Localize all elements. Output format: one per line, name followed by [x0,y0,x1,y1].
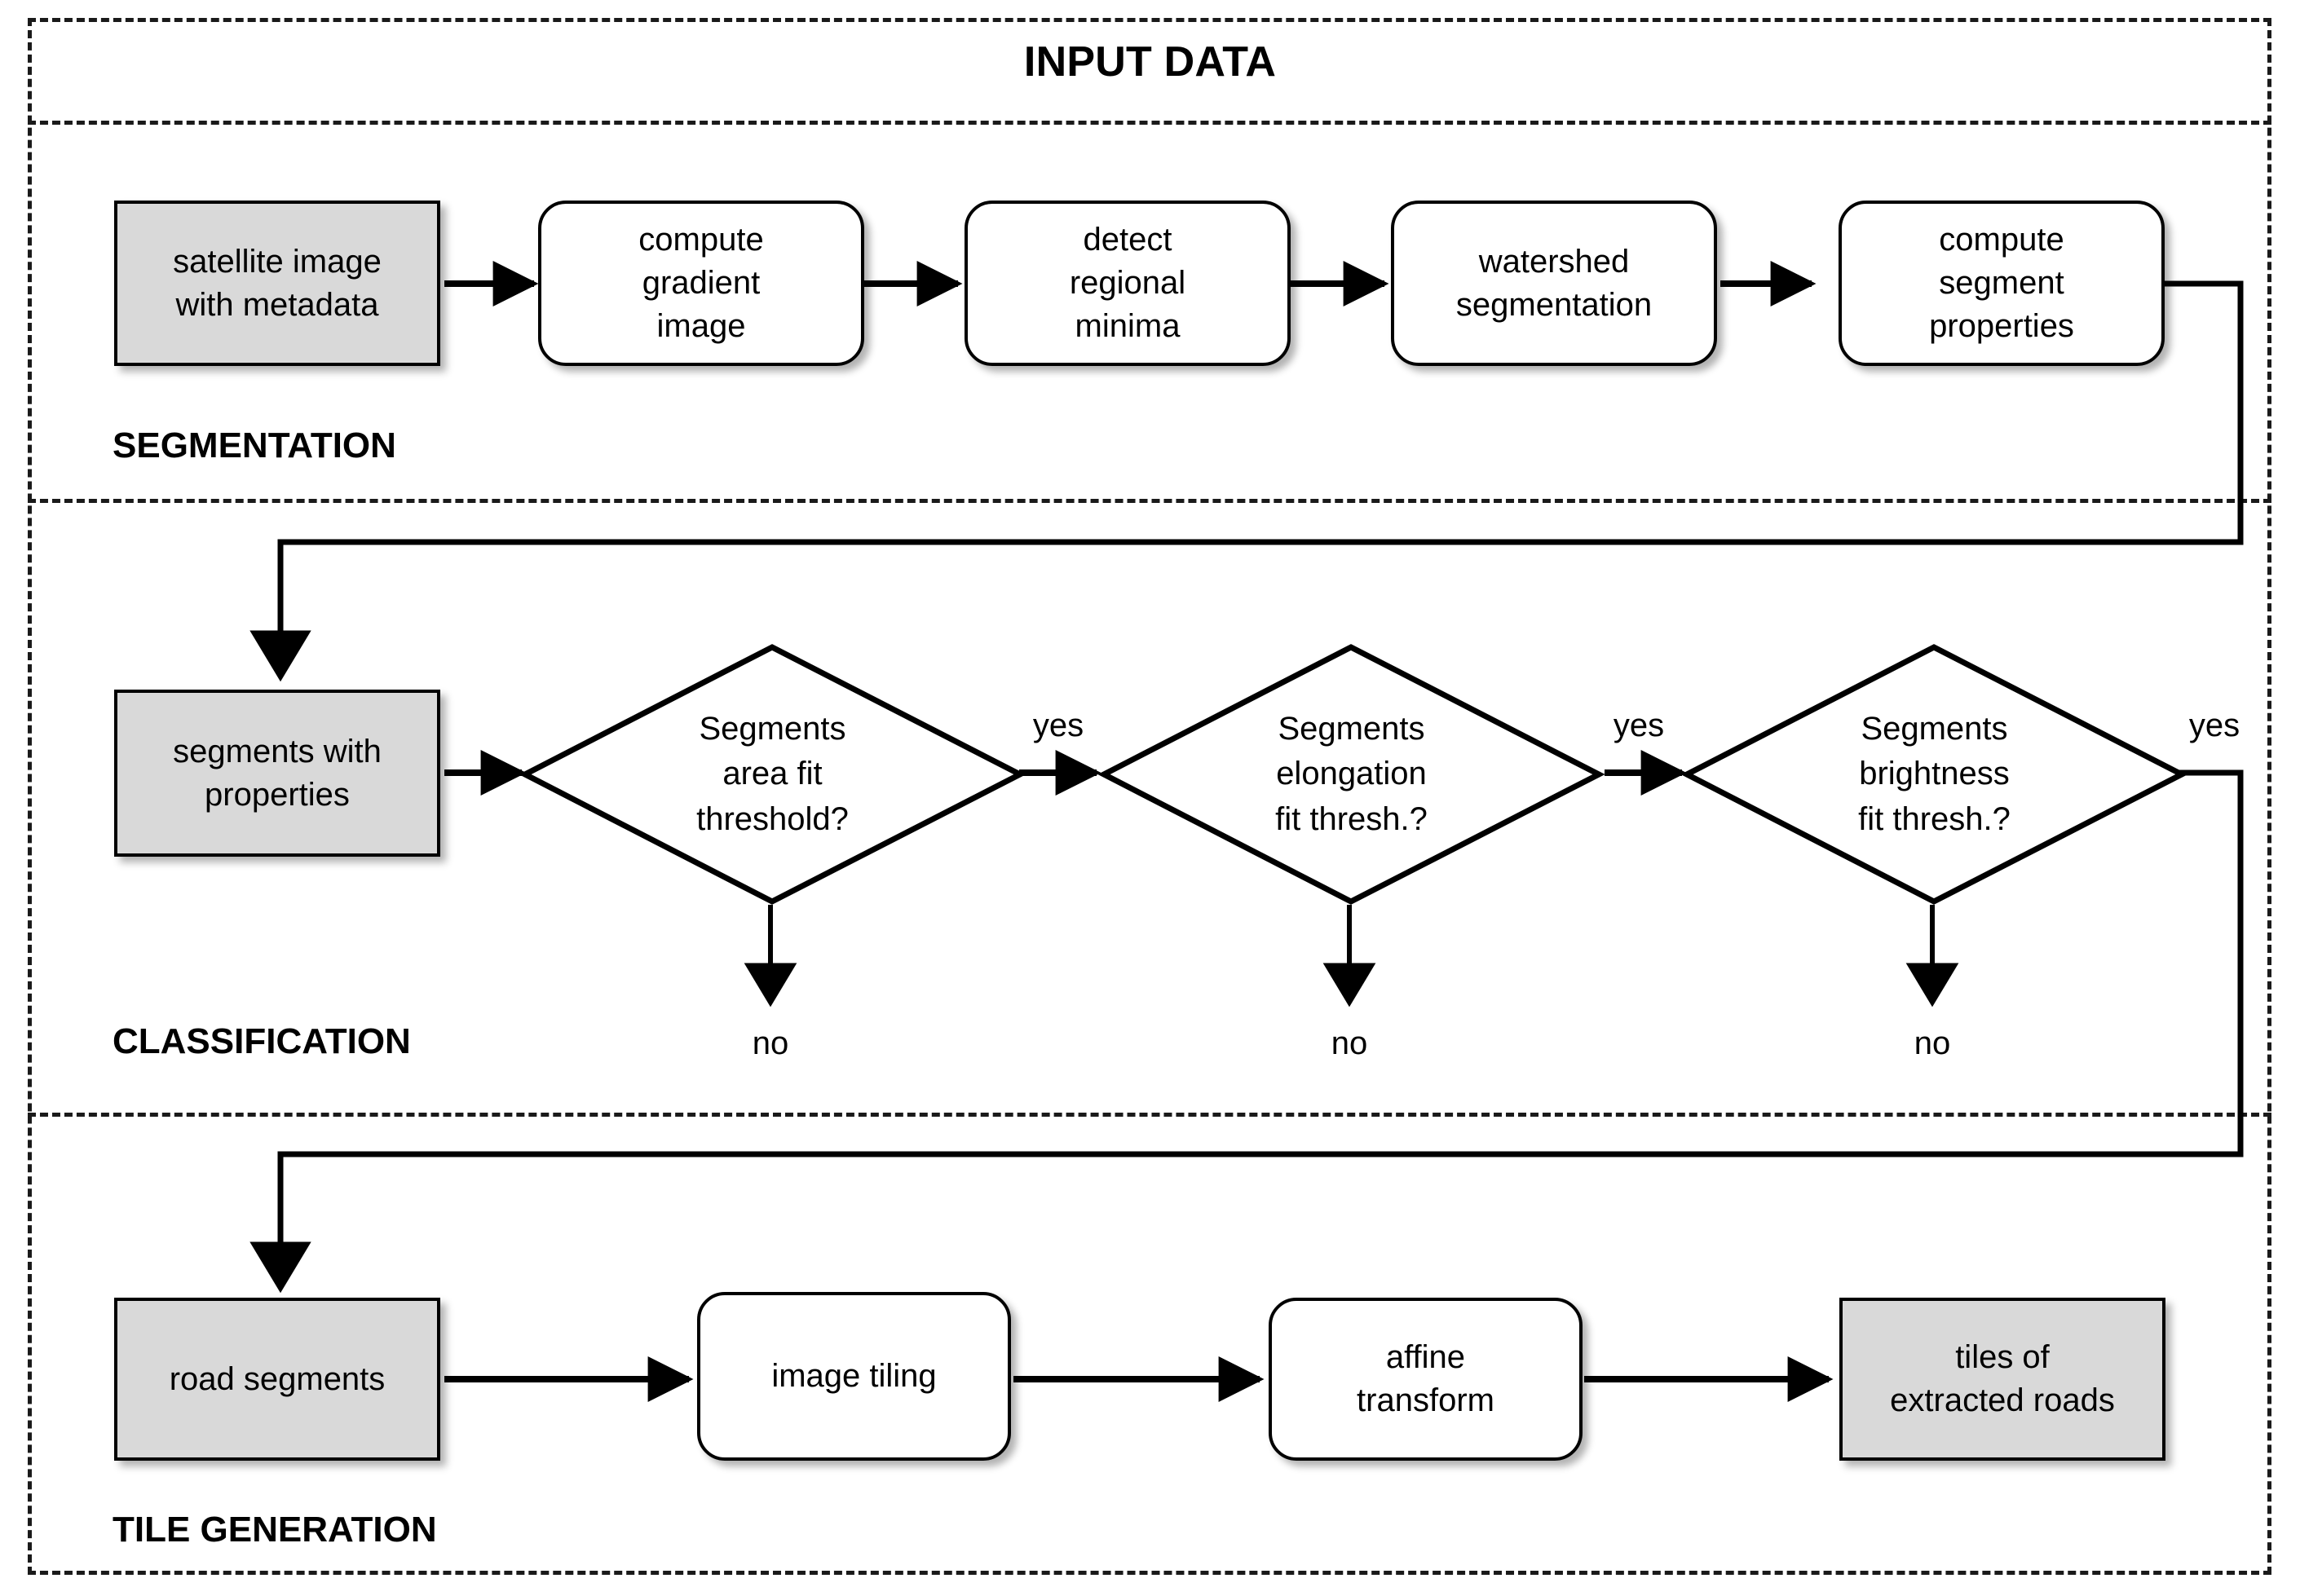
node-watershed-segmentation[interactable]: watershed segmentation [1391,201,1717,366]
node-segments-with-properties[interactable]: segments with properties [114,690,440,857]
diagram-outer-frame [28,18,2271,1575]
section-label-classification: CLASSIFICATION [113,1021,411,1061]
decision-segments-area-fit-threshold[interactable]: Segments area fit threshold? [519,644,1026,905]
node-label: affine transform [1357,1339,1494,1418]
divider-below-input-data [28,121,2271,125]
edge-label-yes-elongation: yes [1613,708,1665,743]
decision-segments-brightness-fit-thresh[interactable]: Segments brightness fit thresh.? [1680,644,2188,905]
section-label-tile-generation: TILE GENERATION [113,1510,437,1550]
divider-below-segmentation [28,499,2271,503]
node-detect-regional-minima[interactable]: detect regional minima [965,201,1291,366]
node-image-tiling[interactable]: image tiling [697,1292,1011,1461]
section-label-segmentation: SEGMENTATION [113,425,396,465]
node-compute-gradient[interactable]: compute gradient image [538,201,864,366]
edge-label-yes-brightness: yes [2188,708,2240,743]
node-satellite-image[interactable]: satellite image with metadata [114,201,440,366]
divider-below-classification [28,1113,2271,1117]
node-label: detect regional minima [1069,222,1186,344]
node-label: image tiling [771,1358,937,1395]
node-label: segments with properties [173,733,382,813]
page-title: INPUT DATA [1023,38,1277,86]
edge-label-yes-area: yes [1032,708,1084,743]
decision-segments-elongation-fit-thresh[interactable]: Segments elongation fit thresh.? [1097,644,1605,905]
node-compute-segment-properties[interactable]: compute segment properties [1839,201,2165,366]
node-road-segments[interactable]: road segments [114,1298,440,1461]
node-label: compute segment properties [1929,222,2074,344]
edge-label-no-brightness: no [1914,1025,1951,1061]
node-label: satellite image with metadata [173,243,382,323]
node-label: compute gradient image [638,222,764,344]
node-label: watershed segmentation [1455,243,1653,323]
node-label: tiles of extracted roads [1890,1339,2115,1418]
node-label: road segments [169,1360,386,1397]
edge-label-no-area: no [752,1025,789,1061]
edge-label-no-elongation: no [1331,1025,1368,1061]
node-tiles-of-extracted-roads[interactable]: tiles of extracted roads [1839,1298,2165,1461]
node-affine-transform[interactable]: affine transform [1269,1298,1583,1461]
